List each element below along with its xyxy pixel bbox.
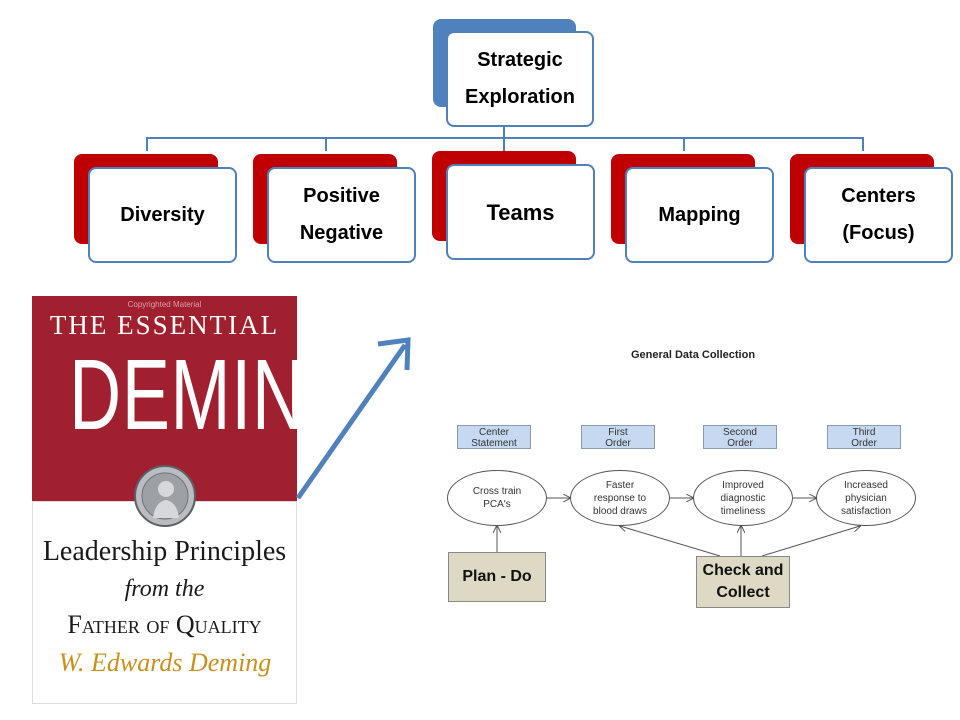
child-node-label: Positive Negative — [299, 185, 384, 244]
child-node-positive-negative: Positive Negative — [267, 167, 416, 263]
child-node-diversity: Diversity — [88, 167, 237, 263]
header-first-order: First Order — [581, 425, 655, 449]
book-title-line2: DEMING — [69, 339, 362, 451]
child-node-mapping: Mapping — [625, 167, 774, 263]
connector-child-5 — [862, 137, 864, 151]
node-increased-satisfaction: Increased physician satisfaction — [816, 470, 916, 526]
copyright-note: Copyrighted Material — [127, 300, 202, 309]
arrow-up-right — [295, 337, 411, 500]
connector-child-2 — [325, 137, 327, 151]
header-third-order: Third Order — [827, 425, 901, 449]
data-collection-connectors — [440, 460, 920, 557]
action-check-collect: Check and Collect — [696, 556, 790, 608]
arrow-check-node2 — [620, 526, 721, 557]
child-node-label: Diversity — [120, 203, 205, 226]
book-subtitle-line2: from the — [124, 576, 205, 602]
connector-root-trunk — [503, 126, 505, 138]
arrow-check-node4 — [761, 526, 860, 557]
connector-child-4 — [683, 137, 685, 151]
child-node-label: Centers (Focus) — [841, 185, 916, 244]
header-second-order: Second Order — [703, 425, 777, 449]
connector-horizontal — [146, 137, 864, 139]
root-node-label: Strategic Exploration — [464, 49, 575, 108]
child-node-teams: Teams — [446, 164, 595, 260]
data-collection-title: General Data Collection — [630, 349, 756, 361]
author-signature: W. Edwards Deming — [58, 648, 272, 677]
book-cover: Copyrighted Material THE ESSENTIAL DEMIN… — [32, 296, 362, 704]
child-node-label: Mapping — [658, 203, 741, 226]
book-subtitle-line1: Leadership Principles — [42, 536, 287, 567]
connector-child-1 — [146, 137, 148, 151]
root-node: Strategic Exploration — [446, 31, 594, 127]
action-plan-do: Plan - Do — [448, 552, 546, 602]
medallion-portrait — [134, 465, 196, 527]
child-node-centers-focus: Centers (Focus) — [804, 167, 953, 263]
node-improved-diagnostic: Improved diagnostic timeliness — [693, 470, 793, 526]
child-node-label: Teams — [486, 199, 555, 225]
header-center-statement: Center Statement — [457, 425, 531, 449]
node-faster-response: Faster response to blood draws — [570, 470, 670, 526]
connector-child-3 — [503, 137, 505, 151]
book-cover-bottom — [32, 501, 297, 704]
book-subtitle-line3: Father of Quality — [67, 610, 262, 639]
node-cross-train: Cross train PCA's — [447, 470, 547, 526]
book-title-line1: THE ESSENTIAL — [49, 310, 280, 340]
